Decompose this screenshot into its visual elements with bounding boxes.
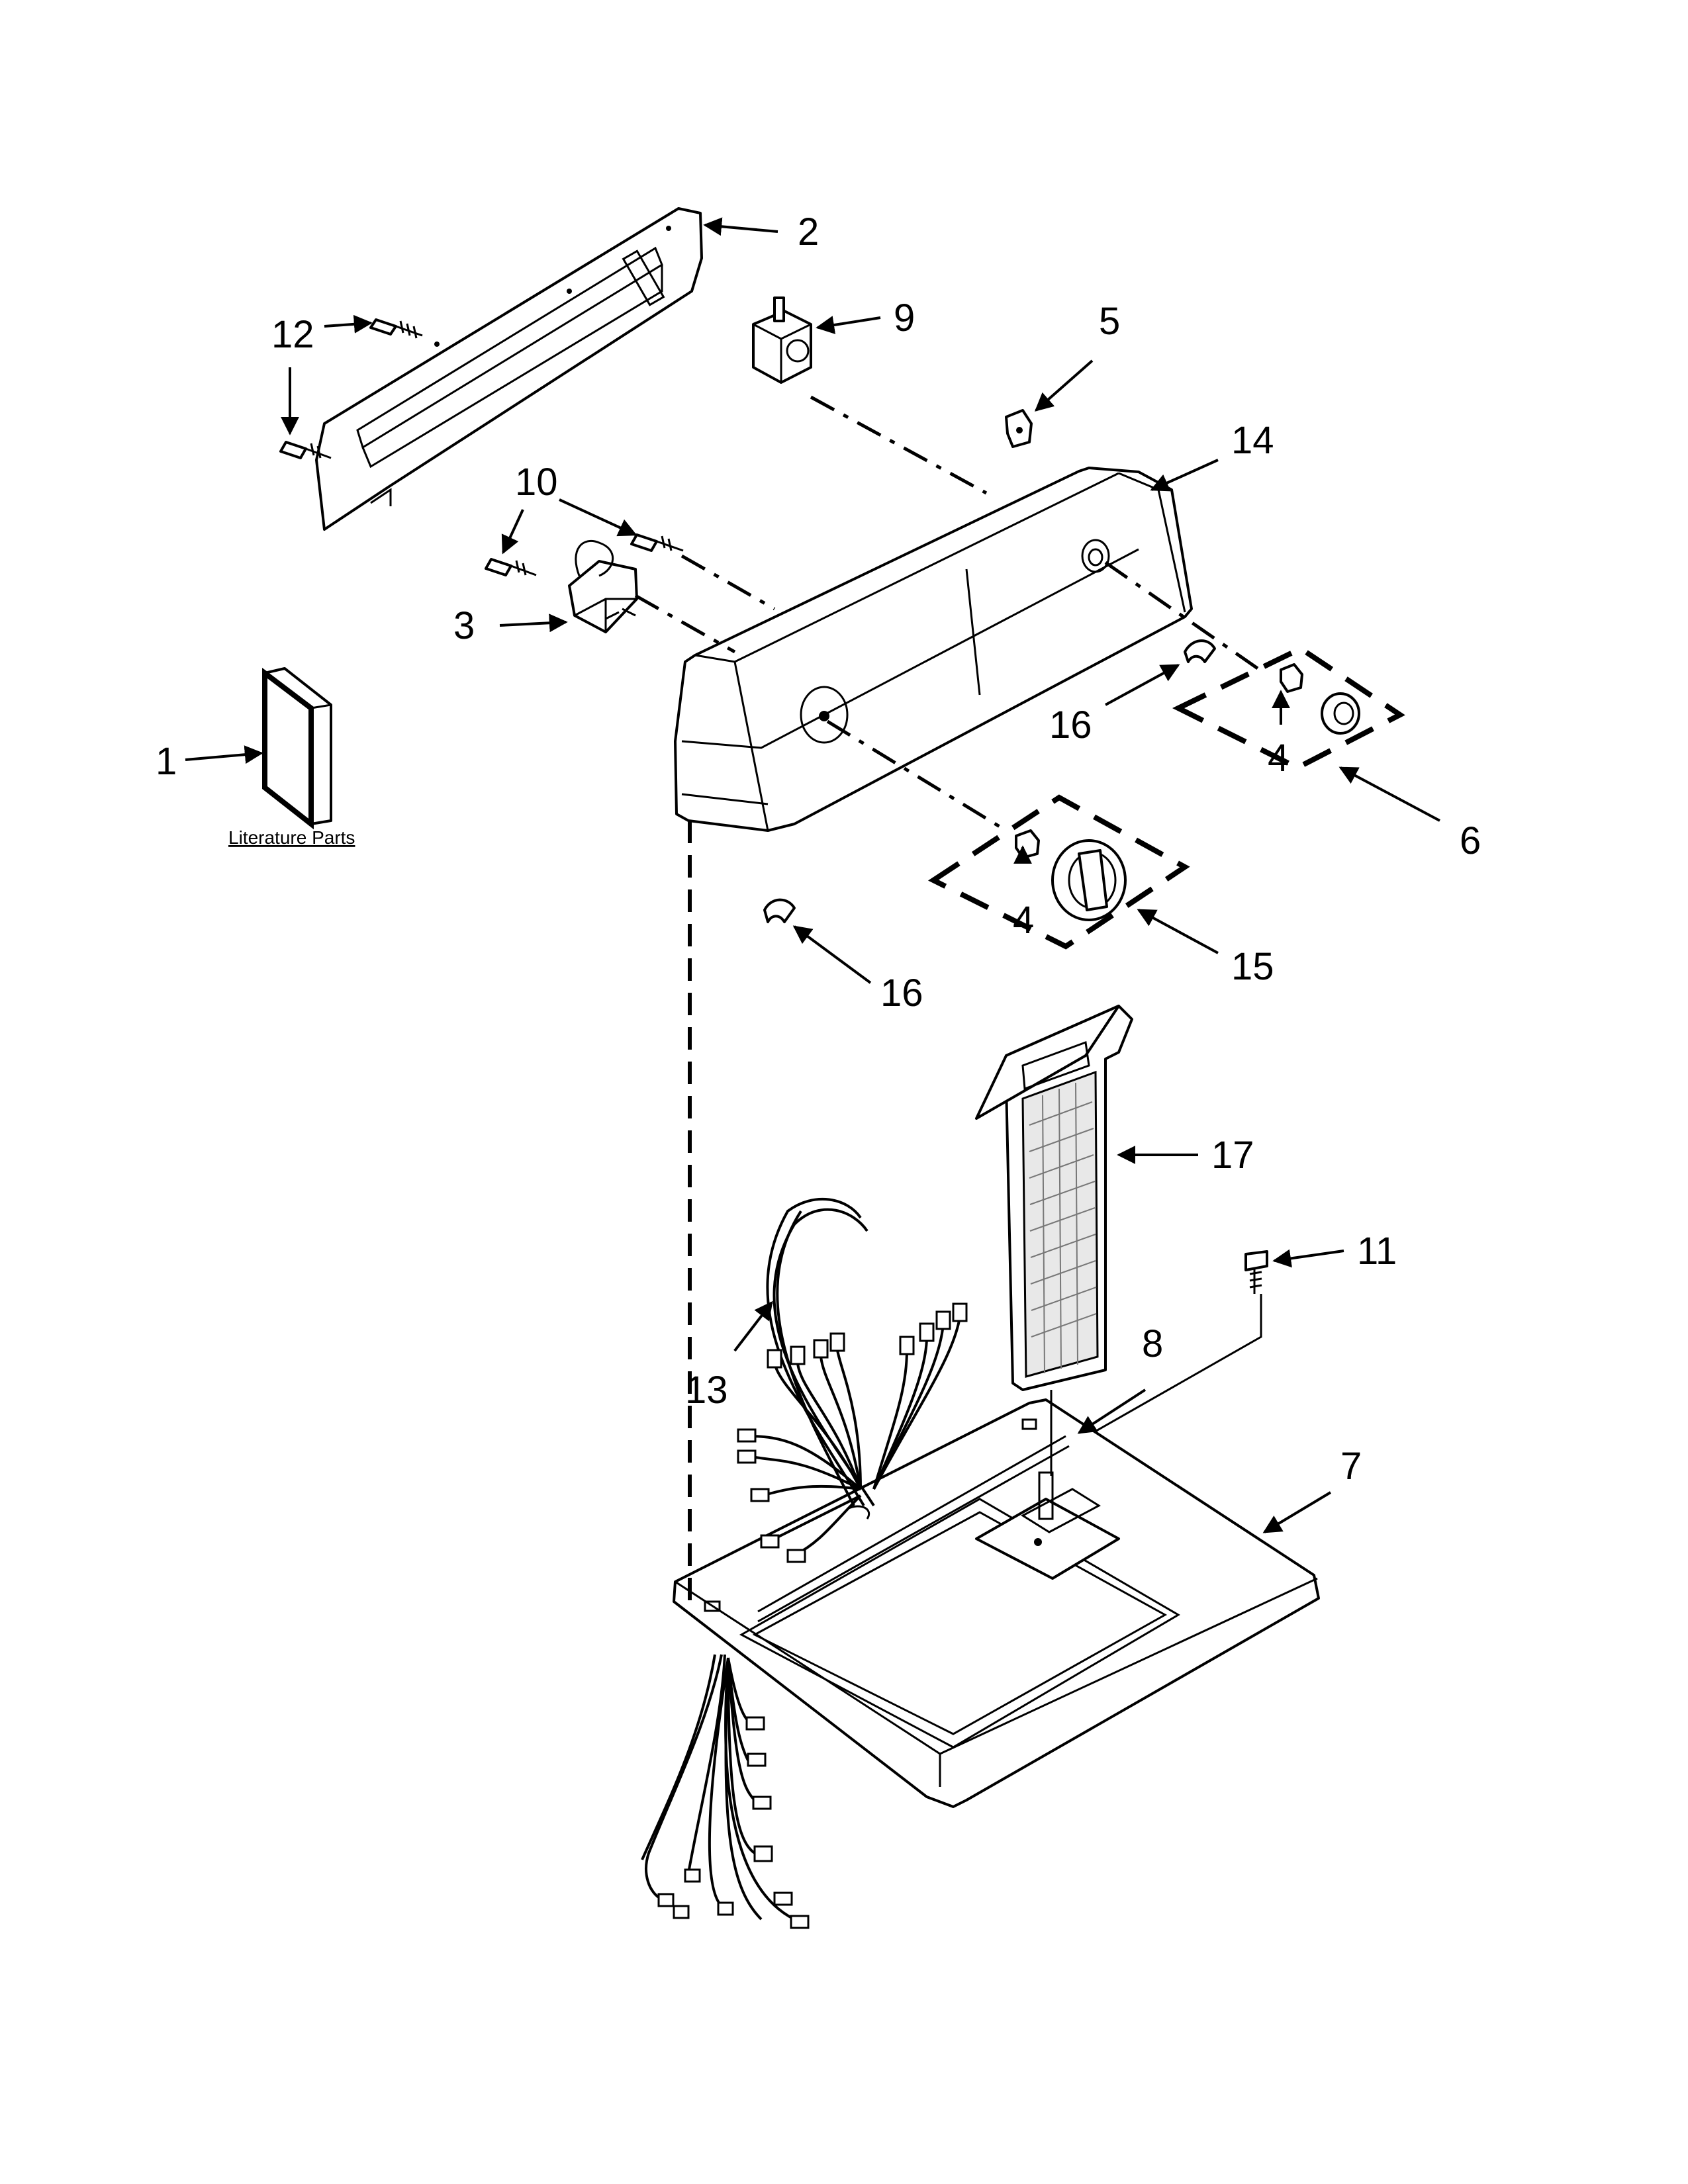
console-clip bbox=[1005, 409, 1033, 448]
callout-9: 9 bbox=[894, 296, 915, 340]
callout-11: 11 bbox=[1357, 1230, 1397, 1273]
callout-6: 6 bbox=[1460, 819, 1481, 862]
callout-10: 10 bbox=[515, 461, 558, 504]
panel-screw-upper bbox=[369, 318, 423, 339]
callout-7: 7 bbox=[1340, 1445, 1362, 1488]
lint-screen bbox=[975, 1005, 1133, 1391]
callout-16-lower: 16 bbox=[880, 972, 923, 1015]
timer-screw-right bbox=[630, 533, 684, 552]
callout-1: 1 bbox=[156, 740, 177, 783]
knob-clip-upper bbox=[1184, 639, 1216, 663]
alignment-line-upper-knob bbox=[1104, 561, 1259, 670]
callout-15: 15 bbox=[1231, 945, 1274, 988]
alignment-line-timer bbox=[634, 594, 736, 654]
wire-harness bbox=[747, 1197, 961, 1557]
callout-17: 17 bbox=[1211, 1134, 1254, 1177]
start-knob bbox=[1321, 692, 1360, 735]
timer-screw-left bbox=[485, 558, 537, 576]
callout-13: 13 bbox=[685, 1369, 728, 1412]
top-screw bbox=[1086, 1250, 1268, 1437]
literature-parts-caption: Literature Parts bbox=[228, 827, 355, 848]
callout-8: 8 bbox=[1142, 1322, 1163, 1365]
alignment-line-timer-screw bbox=[680, 554, 776, 611]
dryer-top-panel bbox=[673, 1398, 1320, 1808]
console-housing bbox=[674, 467, 1193, 832]
callout-16-upper: 16 bbox=[1049, 704, 1092, 747]
callout-3: 3 bbox=[453, 604, 475, 647]
callout-5: 5 bbox=[1099, 300, 1120, 343]
alignment-line-switch bbox=[810, 395, 988, 495]
push-to-start-switch bbox=[752, 296, 812, 384]
knob-assembly-box-lower bbox=[928, 794, 1190, 950]
knob-assembly-box-upper bbox=[1172, 645, 1405, 771]
harness-connectors-top bbox=[737, 1302, 968, 1563]
callout-4-lower: 4 bbox=[1013, 899, 1034, 942]
panel-screw-lower bbox=[279, 441, 332, 459]
callout-4-upper: 4 bbox=[1268, 737, 1289, 780]
timer-knob bbox=[1051, 839, 1127, 921]
callout-12: 12 bbox=[271, 313, 314, 356]
leader-arrows bbox=[185, 217, 1440, 1533]
rear-console-panel bbox=[315, 207, 703, 531]
harness-connectors-lower bbox=[657, 1716, 810, 1929]
knob-insert-upper bbox=[1280, 663, 1303, 693]
callout-14: 14 bbox=[1231, 419, 1274, 462]
knob-insert-lower bbox=[1015, 829, 1040, 859]
wire-harness-lower bbox=[641, 1654, 795, 1921]
literature-booklet bbox=[262, 667, 332, 830]
knob-clip-lower bbox=[763, 898, 796, 923]
callout-2: 2 bbox=[798, 210, 819, 253]
alignment-line-lower-knob bbox=[826, 719, 1008, 833]
control-timer bbox=[568, 540, 638, 633]
